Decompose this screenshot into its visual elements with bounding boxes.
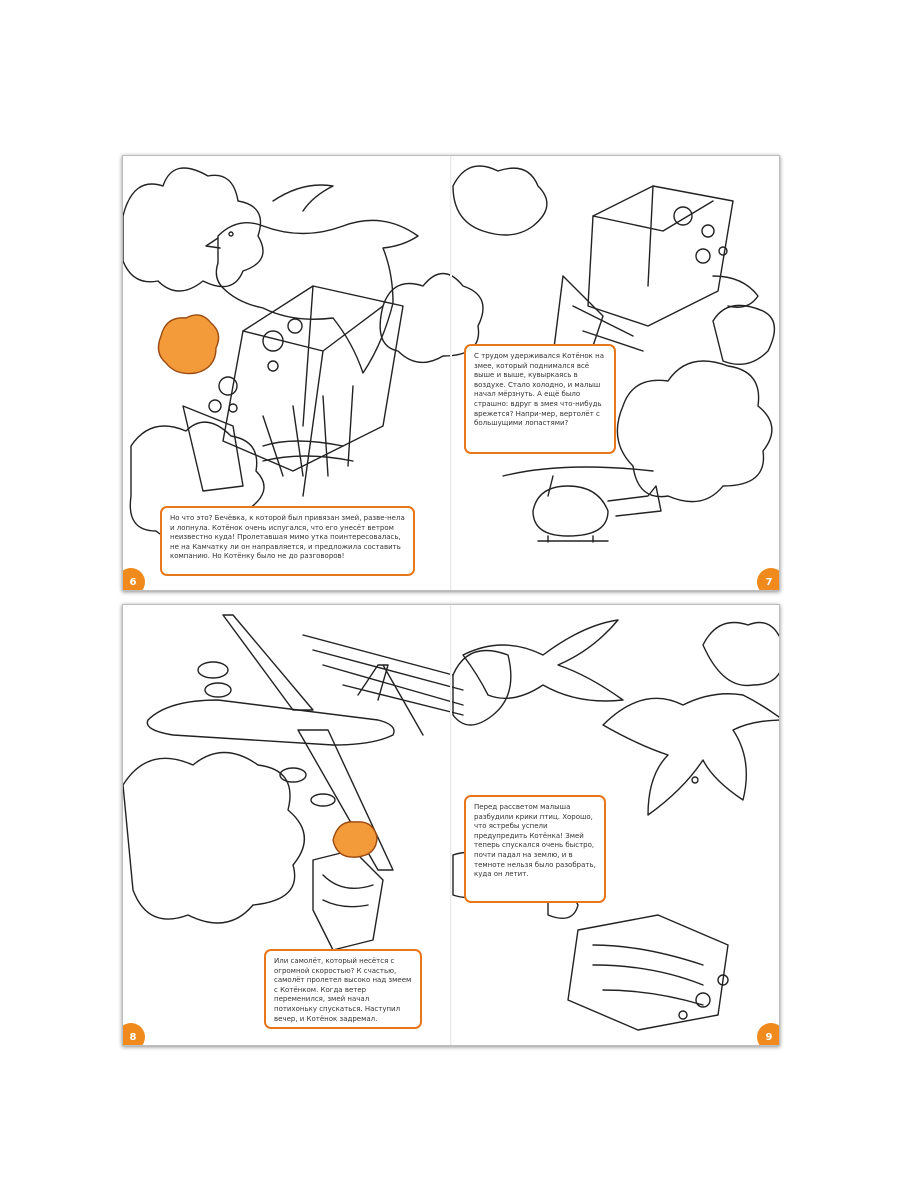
cloud-outline: [123, 167, 264, 292]
helicopter-drawing: [502, 466, 662, 543]
story-textbox-page-6: Но что это? Бечёвка, к которой был привя…: [160, 506, 415, 576]
story-textbox-page-8: Или самолёт, который несётся с огромной …: [264, 949, 422, 1029]
cloud-outline: [123, 751, 306, 924]
box-kite-drawing: [312, 849, 384, 951]
story-text-page-9: Перед рассветом малыша разбудили крики п…: [474, 803, 596, 879]
cloud-outline: [129, 421, 265, 542]
box-kite-drawing: [552, 185, 759, 377]
story-text-page-6: Но что это? Бечёвка, к которой был привя…: [170, 514, 405, 561]
box-kite-drawing: [182, 285, 404, 497]
kitten-drawing: [332, 821, 378, 858]
story-textbox-page-7: С трудом удерживался Котёнок на змее, ко…: [464, 344, 616, 454]
kitten-drawing: [157, 314, 220, 375]
book-spread-pages-6-7: Но что это? Бечёвка, к которой был привя…: [122, 155, 780, 591]
box-kite-drawing: [547, 891, 729, 1031]
cloud-outline: [616, 360, 773, 503]
cloud-outline: [379, 272, 484, 364]
page-number-8: 8: [123, 1023, 145, 1045]
story-text-page-7: С трудом удерживался Котёнок на змее, ко…: [474, 352, 604, 428]
page-number-6: 6: [123, 568, 145, 590]
cloud-outline: [452, 649, 512, 726]
story-textbox-page-9: Перед рассветом малыша разбудили крики п…: [464, 795, 606, 903]
story-text-page-8: Или самолёт, который несётся с огромной …: [274, 957, 412, 1023]
cloud-outline: [452, 165, 548, 236]
coloring-illustration-8-9: [123, 614, 779, 1031]
cloud-outline: [702, 621, 779, 687]
book-spread-pages-8-9: Или самолёт, который несётся с огромной …: [122, 604, 780, 1046]
cloud-outline: [712, 304, 776, 365]
duck-drawing: [205, 184, 419, 374]
coloring-illustration-6-7: [123, 165, 776, 543]
page-number-9: 9: [757, 1023, 779, 1045]
page-fold: [450, 605, 452, 1045]
hawk-drawing: [462, 619, 779, 816]
page-number-7: 7: [757, 568, 779, 590]
page-fold: [450, 156, 452, 590]
airplane-drawing: [146, 614, 464, 871]
